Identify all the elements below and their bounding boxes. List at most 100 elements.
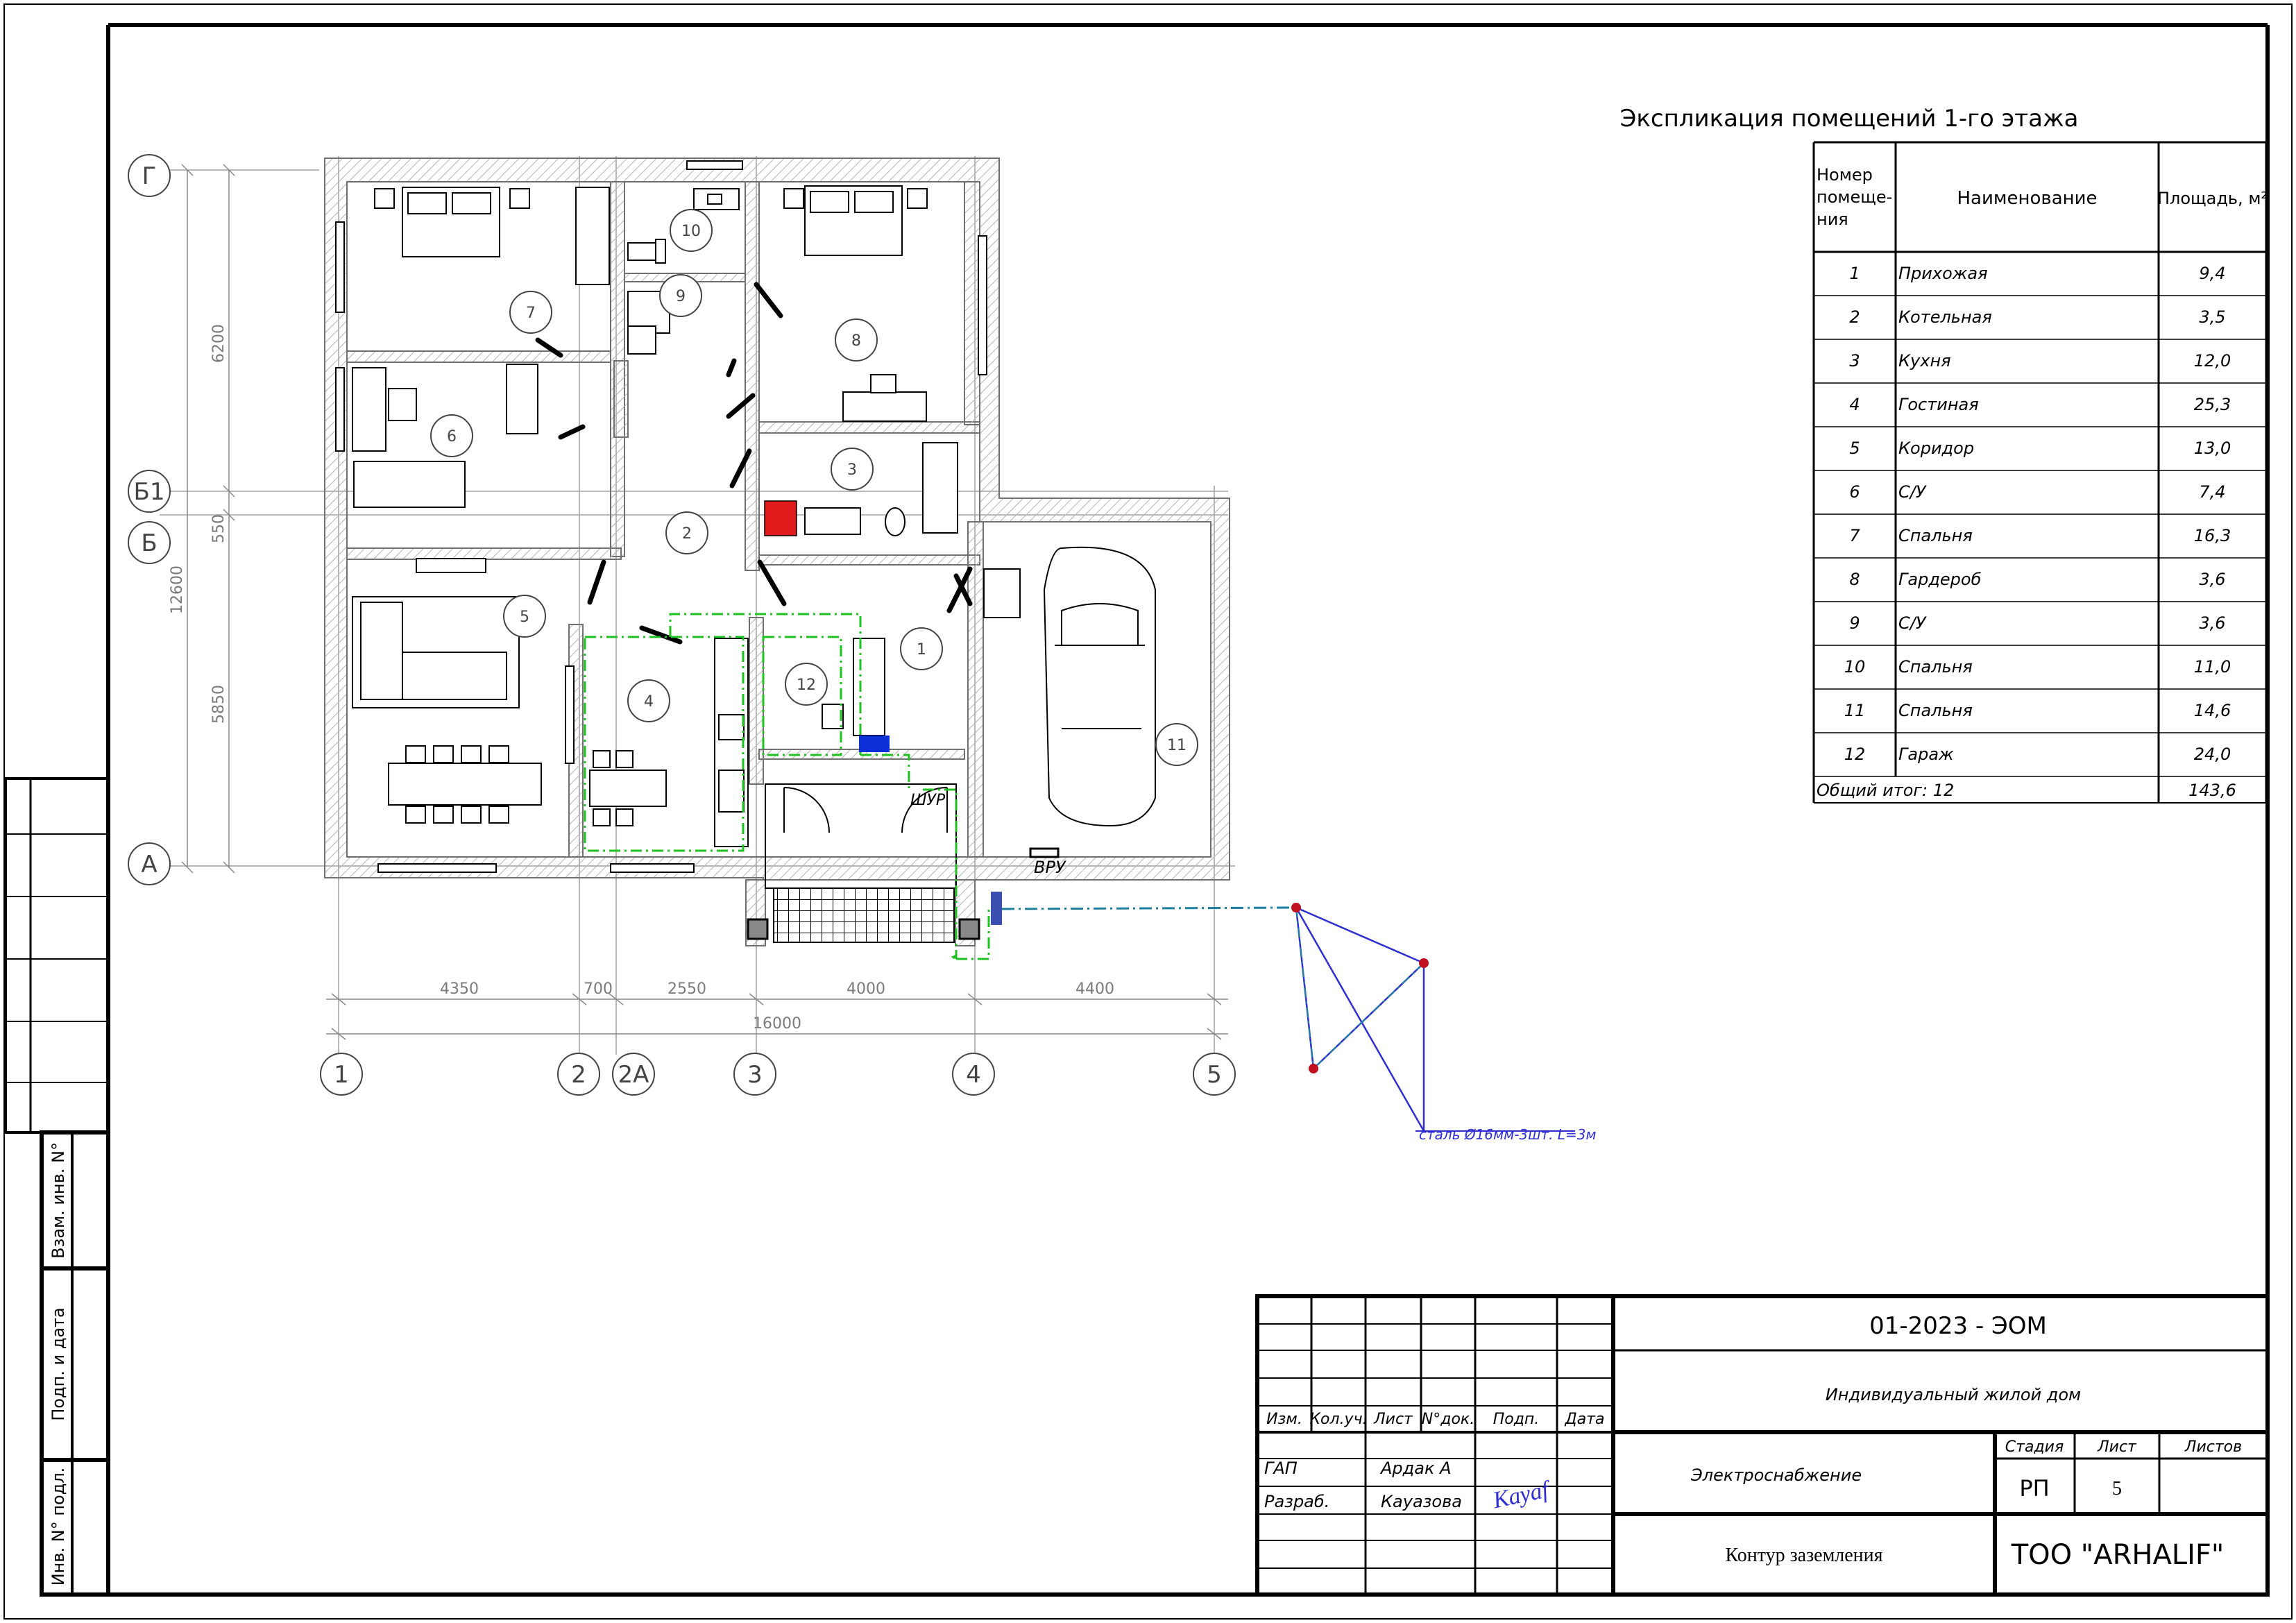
explication-title: Экспликация помещений 1-го этажа [1620,105,2079,133]
expl-row-name: Спальня [1898,701,1973,720]
ground-loop [1001,903,1575,1132]
expl-row-number: 10 [1844,657,1866,677]
expl-header-number: ния [1817,210,1848,229]
tb-signature: Кауаf [1490,1476,1554,1513]
expl-header-name: Наименование [1957,188,2097,209]
expl-row-name: Спальня [1898,526,1973,545]
expl-row-number: 12 [1844,745,1866,764]
title-block-grid [1255,1294,2270,1597]
axis-label-g: Г [142,162,157,190]
expl-row-number: 3 [1849,351,1860,371]
room-number-4: 4 [644,693,654,711]
expl-total-label: Общий итог: 12 [1817,781,1954,800]
tb-sheet-title: Контур заземления [1725,1545,1882,1566]
expl-row-number: 1 [1849,264,1860,283]
expl-row-number: 6 [1849,482,1860,502]
expl-row-area: 9,4 [2199,264,2225,283]
dim-bottom-4: 4000 [847,980,885,998]
expl-row-area: 25,3 [2194,395,2231,414]
porch-column-right [958,918,980,940]
expl-header-number: Номер [1817,165,1873,185]
tb-company: ТОО "ARHALIF" [2011,1539,2225,1571]
tb-col-date: Дата [1565,1411,1605,1428]
expl-row-number: 4 [1849,395,1860,414]
tb-sheets-header: Листов [2184,1438,2242,1456]
tb-object-name: Индивидуальный жилой дом [1826,1385,2081,1404]
expl-row-name: Коридор [1898,439,1974,458]
axis-label-b: Б [141,529,157,557]
vru-door [1029,847,1060,858]
tb-stage-value: РП [2019,1475,2049,1502]
dim-bottom-1: 4350 [440,980,479,998]
tb-name-gap: Ардак А [1379,1459,1452,1478]
room-number-7: 7 [526,305,536,322]
expl-row-number: 8 [1849,570,1860,589]
dimension-lines-bottom [326,993,1228,1040]
dimension-lines-left [181,164,235,874]
room-number-8: 8 [851,332,861,350]
axis-bubble-b [128,521,171,564]
axis-label-4: 4 [966,1061,981,1089]
expl-row-number: 9 [1849,613,1860,633]
expl-row-area: 13,0 [2194,439,2231,458]
room-number-10: 10 [681,223,701,240]
left-side-stamp [4,777,110,1597]
expl-row-number: 11 [1844,701,1866,720]
expl-row-area: 3,5 [2199,307,2225,327]
room-number-12: 12 [797,677,816,694]
axis-label-2a: 2А [618,1061,649,1089]
expl-row-name: Котельная [1898,307,1992,327]
axis-label-5: 5 [1207,1061,1222,1089]
vru-panel [991,892,1002,925]
axis-bubble-a [128,842,171,885]
expl-row-name: Гостиная [1898,395,1979,414]
shup-label: ШУР [910,792,946,809]
expl-header-area: Площадь, м² [2157,189,2268,208]
furniture [352,185,1156,847]
expl-row-number: 7 [1849,526,1860,545]
expl-total-area: 143,6 [2188,781,2236,800]
axis-label-2: 2 [571,1061,586,1089]
axis-bubble-4 [952,1053,995,1096]
tb-stage-header: Стадия [2005,1438,2064,1456]
tb-col-sheet: Лист [1373,1411,1413,1428]
dim-bottom-2: 700 [584,980,613,998]
equipotential-bonding-lines [584,613,990,960]
expl-row-area: 3,6 [2199,613,2225,633]
expl-row-area: 24,0 [2194,745,2231,764]
expl-row-number: 2 [1849,307,1860,327]
axis-bubble-g [128,154,171,197]
room-number-3: 3 [847,461,857,479]
tb-col-sign: Подп. [1493,1411,1540,1428]
axis-bubble-3 [733,1053,776,1096]
expl-row-name: С/У [1898,613,1927,633]
doors [535,282,973,645]
room-number-1: 1 [917,641,926,658]
room-number-9: 9 [676,288,686,305]
tb-sheet-value: 5 [2112,1478,2122,1499]
axis-label-1: 1 [334,1061,349,1089]
boiler [764,500,797,536]
expl-row-name: Гардероб [1898,570,1982,589]
expl-row-area: 7,4 [2199,482,2225,502]
axis-bubble-5 [1193,1053,1236,1096]
room-number-circles [430,209,1198,766]
side-label-replace: Взам. инв. N° [49,1142,68,1259]
ground-electrode-3 [1309,1064,1318,1073]
expl-row-number: 5 [1849,439,1860,458]
dim-left-3: 5850 [210,685,228,724]
vru-label: ВРУ [1034,858,1066,877]
tb-section-name: Электроснабжение [1690,1465,1862,1485]
expl-row-name: Кухня [1898,351,1951,371]
expl-row-area: 11,0 [2194,657,2231,677]
tb-col-doc: N°док. [1422,1411,1474,1428]
expl-row-area: 14,6 [2194,701,2231,720]
tb-name-dev: Кауазова [1381,1492,1462,1511]
axis-label-3: 3 [747,1061,763,1089]
side-label-inv: Инв. N° подл. [49,1468,68,1586]
axis-bubble-1 [320,1053,363,1096]
tb-col-qty: Кол.уч. [1309,1411,1367,1428]
dim-bottom-3: 2550 [667,980,706,998]
